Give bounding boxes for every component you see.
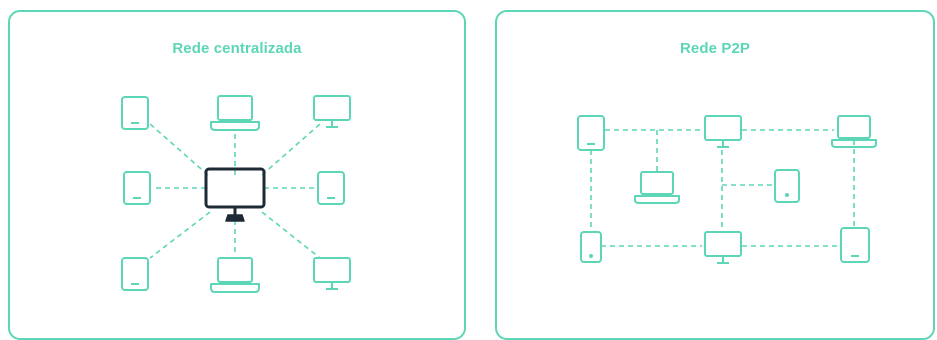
laptop-icon [210, 95, 260, 131]
tablet-icon [121, 96, 149, 130]
central-server-monitor-icon [204, 167, 266, 222]
desktop-monitor-icon [313, 95, 351, 128]
p2p-network-panel: Rede P2P [495, 10, 935, 340]
desktop-monitor-icon [313, 257, 351, 290]
centralized-network-panel: Rede centralizada [8, 10, 466, 340]
desktop-monitor-icon [704, 115, 742, 148]
p2p-network-title: Rede P2P [680, 40, 750, 57]
phone-icon [774, 169, 800, 203]
laptop-icon [210, 257, 260, 293]
phone-icon [580, 231, 602, 263]
connection-line [261, 211, 321, 259]
connection-line [149, 211, 211, 259]
connection-line [261, 123, 321, 176]
laptop-icon [634, 171, 680, 204]
p2p-network-diagram [577, 115, 877, 264]
tablet-icon [577, 115, 605, 151]
tablet-icon [317, 171, 345, 205]
centralized-network-diagram [121, 95, 351, 293]
connection-line [149, 123, 209, 176]
desktop-monitor-icon [704, 231, 742, 264]
tablet-icon [121, 257, 149, 291]
centralized-network-title: Rede centralizada [172, 40, 302, 57]
tablet-icon [840, 227, 870, 263]
laptop-icon [831, 115, 877, 148]
tablet-icon [123, 171, 151, 205]
